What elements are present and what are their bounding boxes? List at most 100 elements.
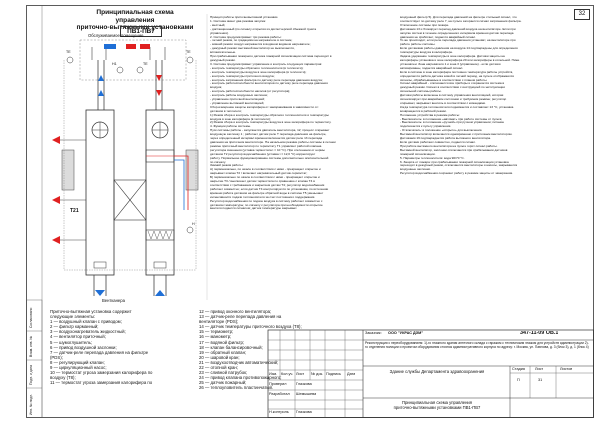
legend-item: воздуху (Т8); bbox=[50, 375, 76, 381]
fan-room-label: Вентканера bbox=[102, 298, 125, 303]
title-line-1: Принципиальная схема управления bbox=[96, 9, 174, 24]
description-line: воздуха в зоне калорифера (в теплосети); bbox=[210, 116, 271, 121]
description-line: режиме приточный вентилятор по термостат… bbox=[210, 143, 322, 148]
description-line: - контроль работы воздушных заслонок; bbox=[210, 93, 268, 98]
description-line: переходит в дежурный режим, отключаются … bbox=[400, 163, 518, 168]
legend-item: 1 — воздушный клапан с приводом; bbox=[50, 319, 122, 325]
page-number: 32 bbox=[574, 9, 590, 20]
description-line: регулятора смешения (уставка термостата … bbox=[210, 147, 325, 152]
description-line: - летний режим, по градациям на нагреват… bbox=[210, 38, 293, 43]
description-line: сигнализирует при аварийном состоянии и … bbox=[400, 97, 507, 102]
legend-item: 4 — вентилятор приточный; bbox=[50, 334, 106, 340]
stage-value: П bbox=[517, 378, 520, 382]
col-header: Кол.уч. bbox=[281, 372, 294, 376]
legend-item: 3 — воздухонагреватель жидкостный; bbox=[50, 329, 126, 335]
room-label: Обслуживаемое помещение bbox=[88, 33, 144, 38]
description-line: Регулятор водоснабжения сохраняет работу… bbox=[400, 171, 513, 176]
legend-item: 11 — термостат угроза замерзания калориф… bbox=[50, 380, 153, 386]
description-right: воздушный фильтр 5). Для перепада давлен… bbox=[400, 16, 588, 300]
legend-item: 24 — привод клапана противопожарного; bbox=[199, 375, 282, 381]
tag-label: H1 bbox=[112, 62, 117, 66]
description-line: воздуха; bbox=[210, 85, 223, 90]
description-line: При работе вытяжного вентилятора на пуль… bbox=[400, 143, 498, 148]
description-line: Б) первоначально по шкале в соответствии… bbox=[210, 175, 320, 180]
description-line: - контроль работоспособности насосов (от… bbox=[210, 89, 291, 94]
description-line: Сбор-измерение защиты калорифера от замо… bbox=[210, 104, 319, 109]
customer-name: ООО "УКРАС ДЗМ" bbox=[388, 331, 424, 335]
description-line: времени работа датчиков на фильтре обрат… bbox=[210, 190, 324, 195]
legend-item: 9 — циркуляционный насос; bbox=[50, 365, 107, 371]
description-line: - контроль температуры приточного воздух… bbox=[210, 73, 275, 78]
description-line: - контроль работоспособности вентиляторо… bbox=[210, 81, 328, 86]
description-line: соответствует по датчику реле 7, на пуль… bbox=[400, 18, 522, 23]
description-line: Пуск системы работы - запускается двигат… bbox=[210, 128, 330, 133]
description-line: Вытяжной вентилятор включается одновреме… bbox=[400, 132, 513, 137]
description-line: - Отключатель: в положение «открыто» для… bbox=[400, 128, 483, 133]
role-label: Проверил bbox=[269, 382, 287, 386]
legend-item: вентиляторе (PDS); bbox=[199, 319, 239, 325]
legend-item: 8 — регулирующий клапан; bbox=[50, 359, 105, 365]
description-line: подключается к пульту управления. bbox=[400, 124, 452, 129]
description-line: - контроль загрязнения фильтра по датчик… bbox=[210, 77, 323, 82]
description-line: - Выключатель: в положение «ручной» при … bbox=[400, 120, 505, 125]
col-header: № док. bbox=[311, 372, 324, 376]
legend-item: 16 — манометр; bbox=[199, 334, 232, 340]
sheet-label: Лист bbox=[535, 367, 544, 371]
legend-item: 14 — датчик температуры приточного возду… bbox=[199, 324, 302, 330]
drawing-title: Принципиальная схема управления приточно… bbox=[76, 9, 194, 32]
description-line: вентиля подается сигналом; датчик темпер… bbox=[210, 206, 298, 211]
sheet-value: 31 bbox=[538, 378, 543, 382]
description-line: Если датчики работают совместно, подаетс… bbox=[400, 140, 476, 144]
description-line: 6. Защита от пожара: при срабатывании по… bbox=[400, 159, 509, 164]
legend-item: 2 — фильтр карманный; bbox=[50, 324, 99, 330]
description-line: Регулятор водоснабжения по подаче воздух… bbox=[210, 198, 323, 203]
project-note: Реконструкция с переоборудованием: 1)-го… bbox=[365, 341, 589, 349]
sheet-title-line-1: Принципиальная схема управления bbox=[401, 400, 473, 405]
building-name: Здание службы Департамента здравоохранен… bbox=[389, 369, 485, 374]
legend-item: 5 — шумоглушитель; bbox=[50, 339, 93, 345]
description-line: - дистанционный (по сигналу открытия из … bbox=[210, 26, 317, 31]
description-line: - управление приточной вентиляцией; bbox=[210, 97, 265, 102]
role-name: Шемышева bbox=[296, 392, 317, 396]
customer-label: Заказчик: bbox=[365, 331, 382, 335]
side-label-inv: Инв. № подл. bbox=[29, 393, 33, 415]
description-line: температуры воздуха в калорифере. bbox=[400, 50, 454, 55]
col-header: Изм. bbox=[269, 372, 278, 376]
t21-label: T21 bbox=[70, 208, 79, 214]
description-line: пожарной сигнализации. bbox=[400, 151, 436, 156]
description-line: Если в системе в зоне калорифера постоян… bbox=[400, 69, 514, 74]
description-line: - контроль температуры обратного теплоно… bbox=[210, 65, 304, 70]
tag-label: ТЕ bbox=[143, 62, 148, 66]
description-line: - местный; bbox=[210, 22, 226, 27]
description-line: Задача удержание температуры в зоне кало… bbox=[400, 54, 505, 59]
tag-label: ТЕ bbox=[66, 50, 71, 54]
sheet-title: Принципиальная схема управления приточно… bbox=[368, 400, 506, 411]
project-code: 347-11-09 ОВ.1 bbox=[520, 331, 559, 336]
side-label-replace: Взам. инв. № bbox=[29, 335, 33, 357]
legend-item: 20 — шаровой кран; bbox=[199, 354, 240, 360]
legend-header: следующие элементы: bbox=[50, 314, 96, 320]
description-line: Когда температура теплоносителя поднимае… bbox=[400, 104, 514, 109]
description-line: 2. Система предусматривает три режима ра… bbox=[210, 34, 282, 39]
description-line: интенсивности подачи теплоносителя за сч… bbox=[210, 194, 316, 199]
description-line: При срабатывании пожарного датчика пожар… bbox=[210, 54, 332, 59]
description-line: 5. Параметры теплоносителя: вода 90/70 °… bbox=[400, 155, 465, 160]
description-line: 1) Режим сбора и контроль температуры об… bbox=[210, 112, 329, 117]
legend-item: 26 — теплоуловитель пластинчатый. bbox=[199, 385, 274, 391]
description-line: Отключение системы при пожаре. bbox=[400, 22, 450, 27]
description-line: Зимний режим работы: bbox=[210, 163, 244, 168]
description-line: работе работы системы. bbox=[400, 42, 436, 47]
description-line: возвращается в рабочий режим. bbox=[400, 108, 447, 113]
sheets-label: Листов bbox=[560, 367, 573, 371]
description-line: Датчики работы включены в систему управл… bbox=[400, 93, 504, 98]
sheet-title-line-2: приточно-вытяжными установками ПВ1-ПВ7 bbox=[393, 405, 481, 411]
description-line: давления не сработает, подается аварийны… bbox=[400, 34, 476, 39]
stage-label: Стадия bbox=[512, 367, 525, 371]
description-line: работу. Нормальное функционирование сист… bbox=[210, 155, 329, 160]
description-line: через определенный интервал времени вклю… bbox=[210, 136, 323, 141]
legend-item: (PDS); bbox=[50, 354, 63, 360]
title-line-2: приточно-вытяжными установками bbox=[76, 24, 194, 32]
role-label: Н.контроль bbox=[269, 410, 289, 414]
description-line: закрывает клапан Т2 / включает нагревате… bbox=[210, 171, 308, 176]
description-line: установлен: Зона нагревателя 1 и зона 3 … bbox=[400, 61, 501, 66]
